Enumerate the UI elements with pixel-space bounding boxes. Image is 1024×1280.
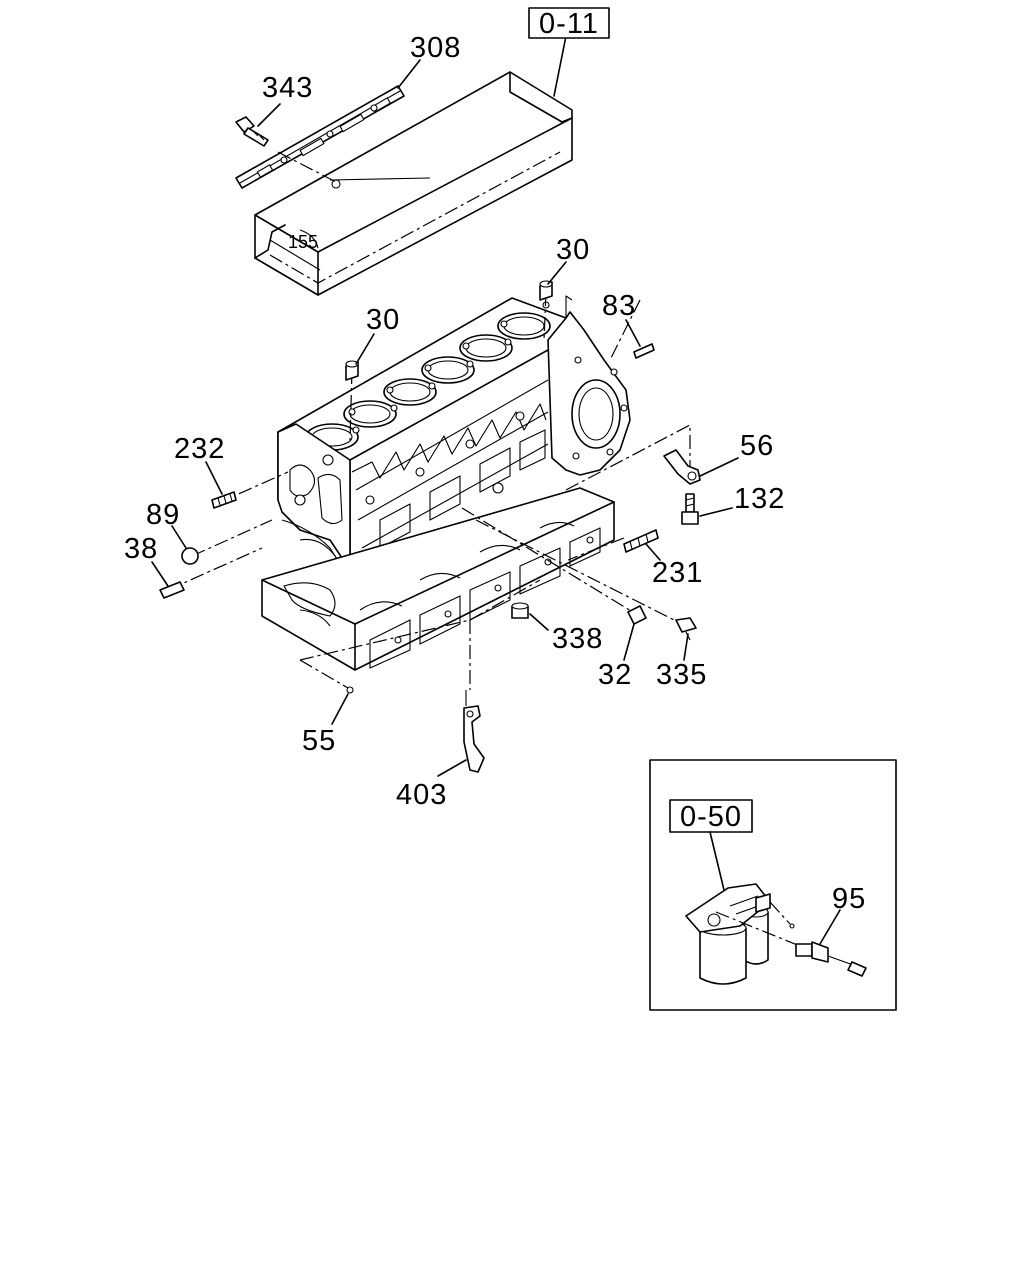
ball-55 bbox=[346, 686, 354, 694]
label-335: 335 bbox=[656, 659, 707, 691]
label-308: 308 bbox=[410, 32, 461, 64]
sensor-95 bbox=[715, 911, 867, 977]
leader-232 bbox=[205, 461, 223, 495]
label-83: 83 bbox=[602, 290, 636, 322]
leader-0-50 bbox=[709, 831, 725, 891]
lower-crankcase bbox=[261, 487, 615, 671]
label-38: 38 bbox=[124, 533, 158, 565]
label-89: 89 bbox=[146, 499, 180, 531]
leader-95 bbox=[819, 909, 841, 945]
bolt-132 bbox=[681, 493, 699, 525]
label-56: 56 bbox=[740, 430, 774, 462]
bolt-335 bbox=[675, 617, 697, 641]
label-231: 231 bbox=[652, 557, 703, 589]
leader-338 bbox=[529, 613, 549, 631]
label-30-left: 30 bbox=[366, 304, 400, 336]
bolt-343 bbox=[235, 116, 269, 147]
cylinder-block bbox=[277, 295, 631, 581]
label-30-right: 30 bbox=[556, 234, 590, 266]
cap-338 bbox=[511, 602, 529, 619]
leader-403 bbox=[437, 759, 467, 777]
label-232: 232 bbox=[174, 433, 225, 465]
ref-label-0-11: 0-11 bbox=[539, 8, 599, 40]
bracket-56 bbox=[663, 449, 701, 485]
ref-box-0-50 bbox=[669, 799, 753, 833]
leader-32 bbox=[623, 623, 635, 661]
leader-343 bbox=[257, 103, 281, 127]
label-132: 132 bbox=[734, 483, 785, 515]
ref-label-0-50: 0-50 bbox=[680, 801, 742, 833]
leader-38 bbox=[151, 561, 169, 587]
leader-89 bbox=[171, 525, 187, 549]
stud-231 bbox=[623, 529, 659, 553]
leader-132 bbox=[699, 507, 733, 517]
plug-89 bbox=[181, 547, 199, 565]
inset-panel: 0-50 95 bbox=[649, 759, 897, 1011]
leader-308 bbox=[397, 59, 421, 89]
plug-32 bbox=[627, 605, 647, 625]
cylinder-head: 155 bbox=[254, 71, 573, 296]
leader-83 bbox=[625, 319, 641, 347]
stud-232 bbox=[211, 491, 237, 509]
label-343: 343 bbox=[262, 72, 313, 104]
dowel-30-right bbox=[539, 280, 553, 301]
bracket-403 bbox=[463, 690, 485, 773]
rail-gasket bbox=[235, 85, 405, 189]
label-338: 338 bbox=[552, 623, 603, 655]
dowel-30-left bbox=[345, 360, 359, 381]
pin-83 bbox=[633, 343, 655, 359]
leader-56 bbox=[699, 457, 739, 477]
leader-30-right bbox=[547, 261, 567, 285]
label-55: 55 bbox=[302, 725, 336, 757]
label-95: 95 bbox=[832, 883, 866, 915]
inset-frame bbox=[649, 759, 897, 1011]
pin-38 bbox=[159, 581, 185, 599]
ref-box-0-11 bbox=[528, 7, 610, 39]
leader-0-11 bbox=[553, 35, 567, 97]
fuel-filter bbox=[685, 883, 795, 985]
leader-30-left bbox=[355, 333, 375, 365]
label-403: 403 bbox=[396, 779, 447, 811]
leader-231 bbox=[645, 543, 661, 561]
leader-55 bbox=[331, 693, 349, 725]
cast-mark: 155 bbox=[288, 232, 318, 252]
leader-335 bbox=[683, 633, 689, 661]
label-32: 32 bbox=[598, 659, 632, 691]
